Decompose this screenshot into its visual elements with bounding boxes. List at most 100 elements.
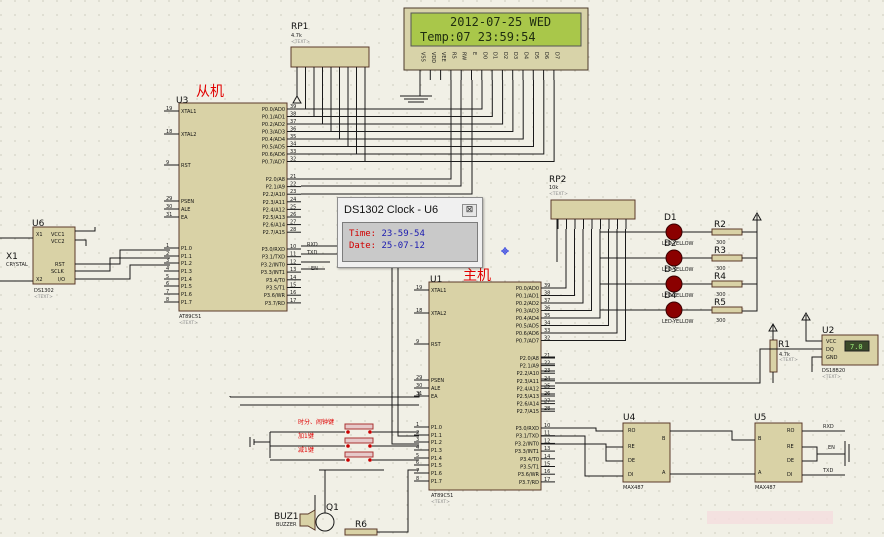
push-button-2[interactable]: 加1键 bbox=[270, 432, 419, 448]
rp1-value: 4.7k bbox=[291, 33, 302, 39]
u3-right-pin-label: P3.3/INT1 bbox=[261, 270, 285, 276]
u1-left-pin-number: 3 bbox=[416, 437, 419, 443]
u1-p0-bus-wire bbox=[555, 229, 609, 326]
u1-left-pin-number: 8 bbox=[416, 476, 419, 482]
button-contact-icon bbox=[346, 430, 350, 434]
u3-part: AT89C51 bbox=[179, 314, 201, 320]
resistor-value: 300 bbox=[716, 318, 726, 324]
u3-right-pin-label: P3.1/TXD bbox=[262, 255, 285, 261]
u1-right-pin-number: 17 bbox=[544, 477, 550, 483]
u1-right-pin-label: P0.7/AD7 bbox=[516, 339, 539, 345]
u1-right-pin-label: P2.2/A10 bbox=[517, 371, 539, 377]
u3-p0-bus-wire bbox=[301, 80, 514, 132]
u1-right-pin-label: P2.6/A14 bbox=[517, 402, 539, 408]
u3-left-pin-number: 6 bbox=[166, 281, 169, 287]
buz1-ref: BUZ1 bbox=[274, 512, 299, 522]
buzzer-buz1[interactable]: BUZ1 BUZZER bbox=[274, 509, 316, 531]
u1-right-pin-label: P2.4/A12 bbox=[517, 386, 539, 392]
button-contact-icon bbox=[368, 444, 372, 448]
u3-right-pin-number: 16 bbox=[290, 290, 296, 296]
watermark-blur bbox=[707, 511, 833, 524]
mcu-u1-master[interactable]: U1 主机 AT89C51 <TEXT> XTAL119XTAL218RST9P… bbox=[414, 268, 555, 505]
time-value: 23-59-54 bbox=[381, 229, 425, 239]
lcd-e-wire bbox=[301, 80, 473, 195]
u6-pin-vcc2: VCC2 bbox=[51, 239, 65, 245]
rp2-value: 10k bbox=[549, 185, 558, 191]
u3-right-pin-number: 24 bbox=[290, 197, 296, 203]
u1-left-pin-number: 5 bbox=[416, 453, 419, 459]
u1-left-pin-label: P1.7 bbox=[431, 479, 442, 485]
u3-left-pin-label: XTAL2 bbox=[181, 132, 196, 138]
u6-pin-x1: X1 bbox=[36, 232, 43, 238]
crystal-x1[interactable]: X1 CRYSTAL bbox=[0, 237, 33, 282]
push-button-3[interactable]: 减1键 bbox=[270, 446, 419, 462]
date-label: Date: bbox=[349, 241, 377, 251]
r6-ref: R6 bbox=[355, 520, 367, 530]
u1-right-pin-label: P3.1/TXD bbox=[516, 434, 539, 440]
button-label: 加1键 bbox=[298, 432, 314, 440]
u5-pin-re: RE bbox=[787, 444, 794, 450]
u3-right-pin-number: 21 bbox=[290, 174, 296, 180]
u1-left-pin-label: P1.5 bbox=[431, 463, 442, 469]
u1-right-pin-label: P0.1/AD1 bbox=[516, 294, 539, 300]
u1-right-pin-number: 10 bbox=[544, 423, 550, 429]
u2-display: 7.0 bbox=[850, 343, 863, 351]
u3-right-pin-number: 39 bbox=[290, 104, 296, 110]
u2-pin-vcc: VCC bbox=[826, 339, 837, 345]
transceiver-u5[interactable]: U5 B A RO RE DE DI MAX487 RXD EN TXD bbox=[754, 413, 835, 491]
u5-pin-di: DI bbox=[787, 472, 792, 478]
u1-left-pin-label: P1.3 bbox=[431, 448, 442, 454]
lcd-pin-label: VDD bbox=[430, 52, 436, 63]
u3-right-pin-label: P3.4/T0 bbox=[266, 278, 285, 284]
mcu-u3-slave[interactable]: U3 从机 AT89C51 <TEXT> XTAL119XTAL218RST9P… bbox=[164, 84, 301, 326]
u3-right-pin-number: 15 bbox=[290, 283, 296, 289]
u1-right-pin-label: P3.6/WR bbox=[518, 472, 540, 478]
resistor-pack-rp2[interactable]: RP2 10k <TEXT> bbox=[549, 175, 636, 341]
temp-sensor-u2[interactable]: 7.0 U2 VCC DQ GND DS18B20 <TEXT> bbox=[821, 326, 879, 380]
u3-left-pin-label: P1.1 bbox=[181, 254, 192, 260]
u3-left-pin-label: P1.6 bbox=[181, 292, 192, 298]
dialog-readout-panel: Time: 23-59-54 Date: 25-07-12 bbox=[342, 222, 478, 262]
r1-ref: R1 bbox=[778, 340, 790, 350]
lcd-pin-label: E bbox=[471, 52, 477, 55]
u3-left-pin-number: 18 bbox=[166, 129, 172, 135]
u1-left-pin-label: RST bbox=[431, 342, 442, 348]
rtc-u6-ds1302[interactable]: U6 DS1302 <TEXT> X1 X2 VCC1 VCC2 RST SCL… bbox=[32, 219, 76, 300]
u3-right-pin-number: 32 bbox=[290, 157, 296, 163]
u3-left-pin-label: ALE bbox=[181, 207, 190, 213]
cursor-crosshair-icon bbox=[501, 247, 509, 255]
led-part: LED-YELLOW bbox=[662, 241, 694, 247]
u1-right-pin-label: P2.1/A9 bbox=[520, 364, 539, 370]
transceiver-u4[interactable]: U4 RO RE DE DI B A MAX487 bbox=[622, 413, 671, 491]
u1-part: AT89C51 bbox=[431, 493, 453, 499]
u3-right-pin-number: 11 bbox=[290, 252, 296, 258]
u6-text-tag: <TEXT> bbox=[34, 294, 53, 300]
close-icon[interactable]: ⊠ bbox=[462, 204, 477, 217]
rp2-ref: RP2 bbox=[549, 175, 566, 185]
u3-right-pin-label: P2.1/A9 bbox=[266, 185, 285, 191]
u1-right-pin-number: 37 bbox=[544, 298, 550, 304]
push-button-1[interactable]: 时分、闹钟键 bbox=[270, 418, 419, 434]
u3-p0-bus-wire bbox=[301, 80, 555, 162]
lcd-pin-label: D7 bbox=[553, 52, 559, 59]
u1-left-pin-number: 6 bbox=[416, 460, 419, 466]
ds1302-clock-dialog[interactable]: DS1302 Clock - U6 ⊠ Time: 23-59-54 Date:… bbox=[337, 197, 483, 268]
lcd-pin-label: D6 bbox=[543, 52, 549, 59]
lcd-pin-label: VEE bbox=[440, 52, 446, 62]
resistor-pack-rp1[interactable]: RP1 4.7k <TEXT> bbox=[290, 22, 370, 80]
u6-pin-rst: RST bbox=[55, 262, 66, 268]
u3-right-pin-label: P2.7/A15 bbox=[263, 230, 285, 236]
u1-p0-bus-wire bbox=[555, 229, 567, 289]
u3-left-pin-number: 29 bbox=[166, 196, 172, 202]
u3-left-pin-number: 19 bbox=[166, 106, 172, 112]
resistor-r1[interactable]: R1 4.7k <TEXT> bbox=[768, 322, 798, 383]
u3-left-pin-label: P1.0 bbox=[181, 246, 192, 252]
lcd-pin-label: D3 bbox=[512, 52, 518, 59]
u3-right-pin-label: P3.2/INT0 bbox=[261, 262, 285, 268]
u1-left-pin-label: P1.1 bbox=[431, 433, 442, 439]
